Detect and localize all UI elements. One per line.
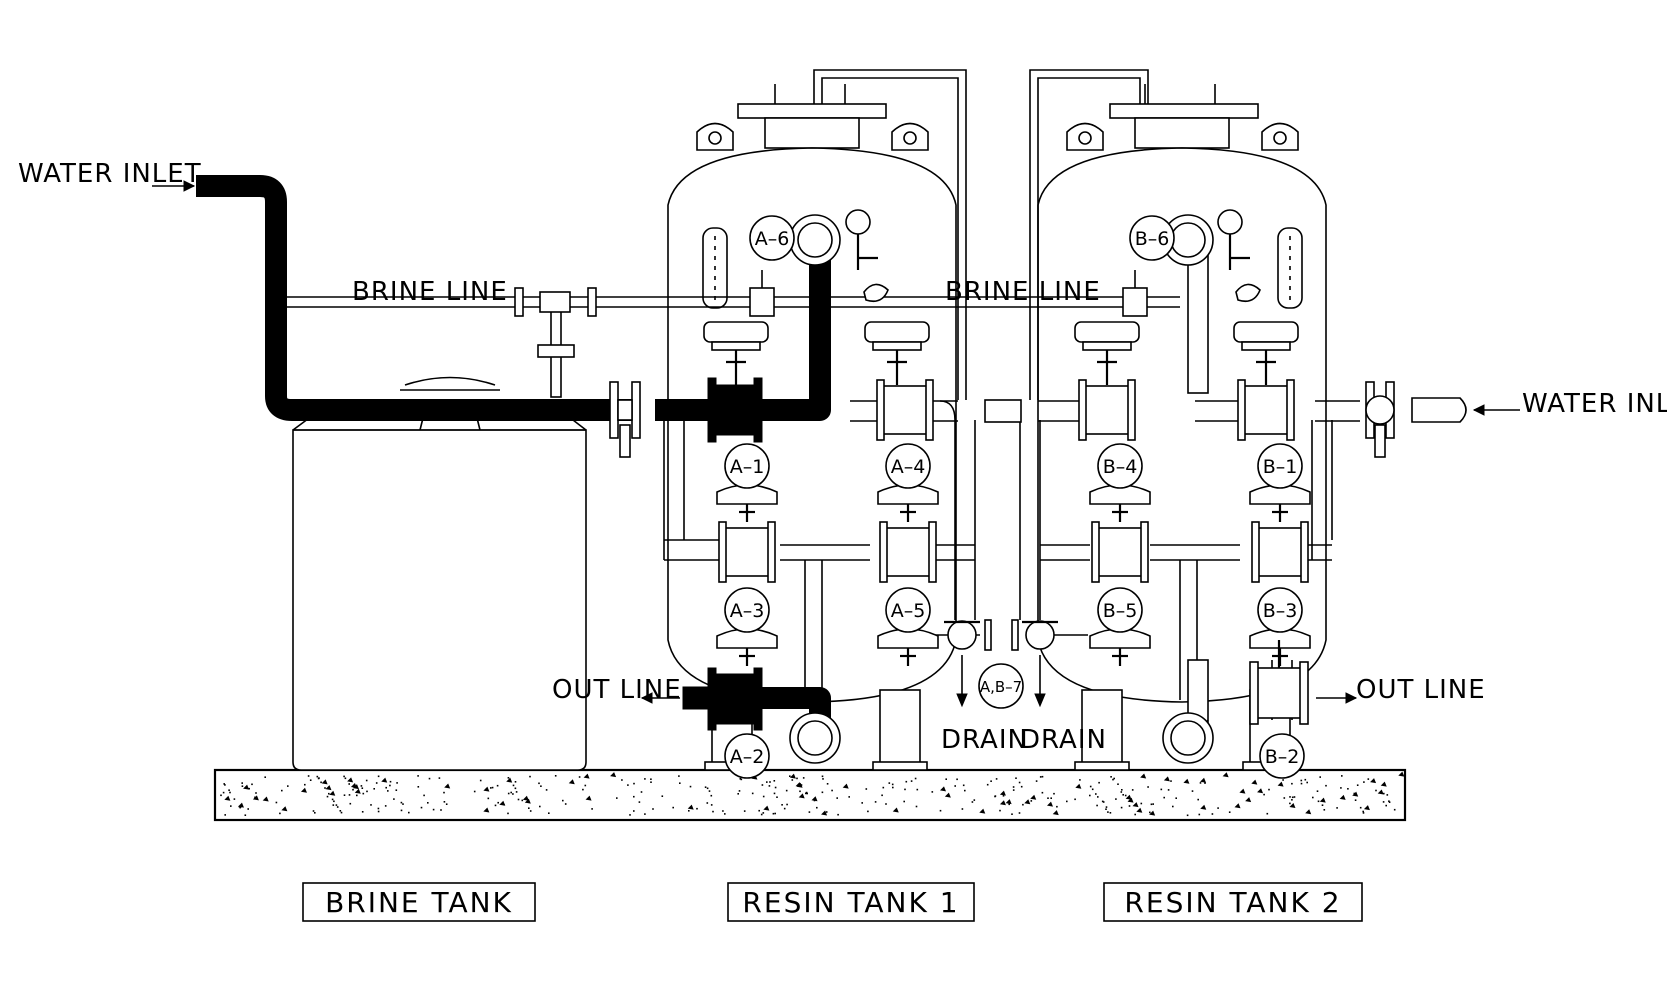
valve-bubble-a1: A–1: [724, 443, 770, 489]
valve-bubble-ab7: A,B–7: [978, 663, 1024, 709]
drain-valves: [944, 619, 1058, 651]
svg-text:A–6: A–6: [755, 228, 790, 250]
brine-tank-caption: BRINE TANK: [325, 886, 513, 919]
outline-valve-b2: [1249, 640, 1309, 725]
valve-bubble-a6: A–6: [749, 215, 795, 261]
inlet-valve-bodies: [609, 377, 763, 731]
valve-id-bubbles: A–6 B–6 A–1 A–4 B–4 B–1 A–3 A–5 B–5 B–3 …: [724, 215, 1305, 779]
svg-text:A,B–7: A,B–7: [980, 678, 1022, 696]
svg-text:A–1: A–1: [730, 456, 765, 478]
right-inlet-fittings: [1365, 381, 1467, 458]
water-inlet-right-label: WATER INLET: [1522, 389, 1667, 419]
svg-text:A–3: A–3: [730, 600, 765, 622]
valve-bubble-b5: B–5: [1097, 587, 1143, 633]
valve-bubble-a3: A–3: [724, 587, 770, 633]
valve-bubble-b4: B–4: [1097, 443, 1143, 489]
brine-line-left-label: BRINE LINE: [352, 277, 508, 307]
valve-bubble-a2: A–2: [724, 733, 770, 779]
water-inlet-left-label: WATER INLET: [18, 159, 202, 189]
flow-arrows: [152, 180, 1520, 708]
tank-captions: BRINE TANK RESIN TANK 1 RESIN TANK 2: [302, 882, 1363, 922]
valve-bubble-b3: B–3: [1257, 587, 1303, 633]
resin-tank-1-caption: RESIN TANK 1: [742, 886, 959, 919]
valve-bubble-a4: A–4: [885, 443, 931, 489]
diaphragm-valves: [716, 379, 1311, 666]
svg-text:B–3: B–3: [1263, 600, 1298, 622]
pressure-gauge-icon: [845, 209, 1261, 303]
diagram-labels: WATER INLET WATER INLET BRINE LINE BRINE…: [18, 159, 1667, 755]
svg-text:A–4: A–4: [891, 456, 926, 478]
svg-text:B–5: B–5: [1103, 600, 1138, 622]
svg-text:A–2: A–2: [730, 746, 765, 768]
concrete-foundation: [213, 768, 1407, 822]
svg-text:A–5: A–5: [891, 600, 926, 622]
brine-line-right-label: BRINE LINE: [945, 277, 1101, 307]
valve-bubble-b6: B–6: [1129, 215, 1175, 261]
svg-text:B–4: B–4: [1103, 456, 1138, 478]
top-control-valves: [703, 321, 1299, 385]
concrete-texture: [220, 771, 1405, 817]
valve-bubble-a5: A–5: [885, 587, 931, 633]
top-flanges: [749, 214, 1214, 764]
svg-text:B–1: B–1: [1263, 456, 1298, 478]
out-line-right-label: OUT LINE: [1356, 675, 1486, 705]
drain-right-label: DRAIN: [1020, 725, 1107, 755]
resin-tank-2-caption: RESIN TANK 2: [1124, 886, 1341, 919]
drain-left-label: DRAIN: [941, 725, 1028, 755]
valve-bubble-b1: B–1: [1257, 443, 1303, 489]
valve-bubble-b2: B–2: [1259, 733, 1305, 779]
svg-text:B–2: B–2: [1265, 746, 1300, 768]
out-line-left-label: OUT LINE: [552, 675, 682, 705]
svg-text:B–6: B–6: [1135, 228, 1170, 250]
brine-tank: [292, 376, 587, 771]
